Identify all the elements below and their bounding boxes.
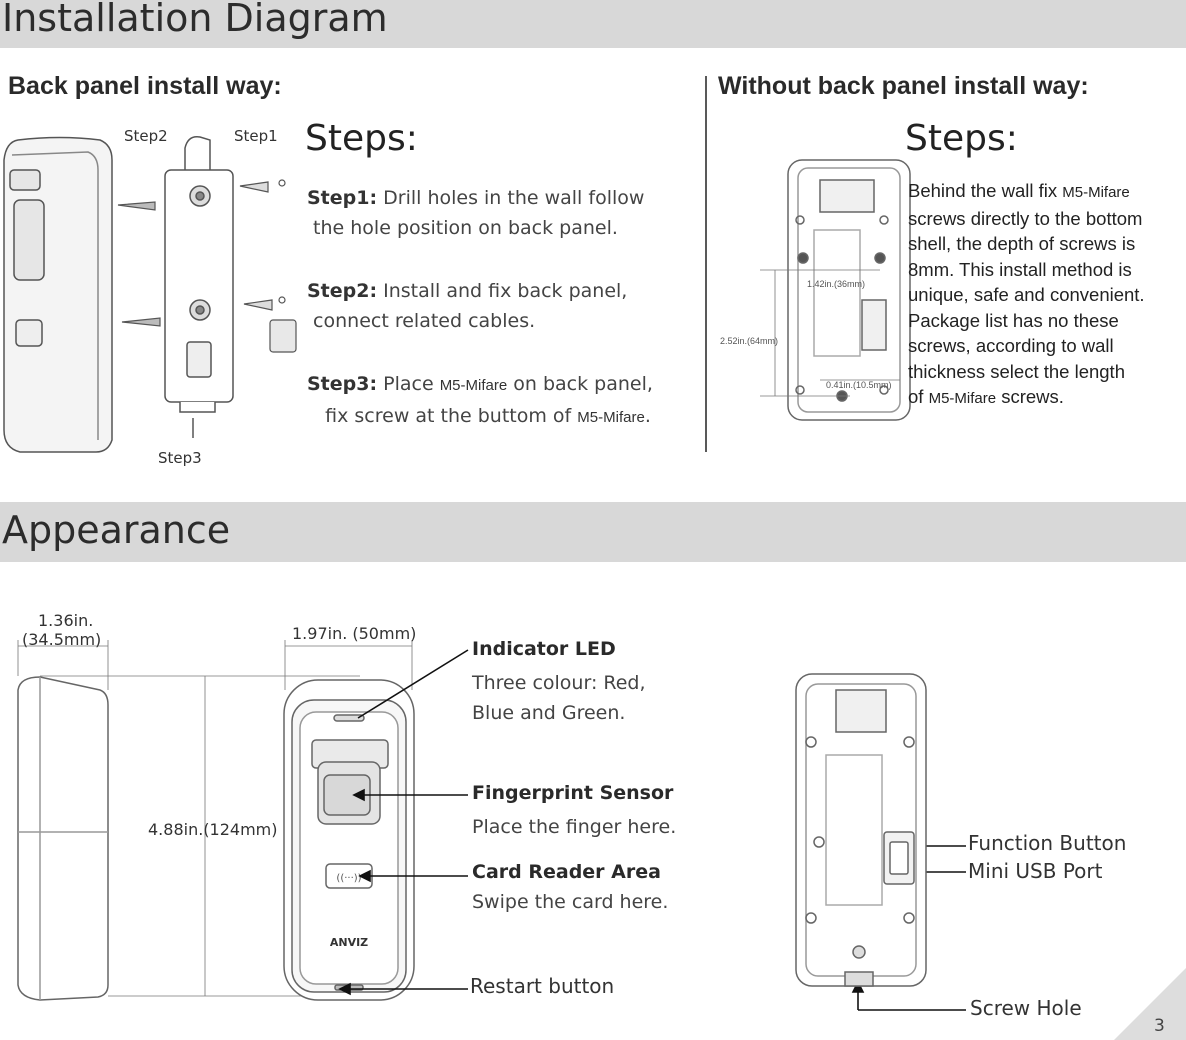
step2-text: Step2: Install and fix back panel, conne… bbox=[307, 276, 627, 336]
no-back-panel-instructions: Behind the wall fix M5-Mifare screws dir… bbox=[908, 178, 1145, 412]
dim-width: 1.42in.(36mm) bbox=[807, 279, 866, 289]
step2-line2: connect related cables. bbox=[313, 310, 536, 332]
svg-text:((···)): ((···)) bbox=[336, 873, 361, 884]
step3-text: Step3: Place M5-Mifare on back panel, fi… bbox=[307, 369, 653, 433]
step3-place: Place bbox=[383, 373, 434, 395]
nbp-line6: Package list has no these bbox=[908, 309, 1119, 331]
device-back-view bbox=[795, 673, 927, 987]
indicator-led-desc: Three colour: Red, Blue and Green. bbox=[472, 668, 646, 728]
page-corner bbox=[1114, 968, 1186, 1040]
no-back-panel-heading: Without back panel install way: bbox=[718, 72, 1089, 100]
led-desc-line1: Three colour: Red, bbox=[472, 672, 646, 694]
device-side-view-install bbox=[3, 136, 113, 453]
nbp-line9-post: screws. bbox=[1001, 386, 1064, 407]
callout-lines bbox=[338, 649, 966, 1011]
installation-title: Installation Diagram bbox=[2, 0, 388, 40]
wall-anchors bbox=[239, 179, 297, 353]
nbp-model-2: M5-Mifare bbox=[928, 390, 997, 407]
height-dim: 4.88in.(124mm) bbox=[148, 820, 278, 839]
back-panel-steps-title: Steps: bbox=[305, 118, 418, 159]
screw-hole-label: Screw Hole bbox=[970, 996, 1082, 1020]
dimension-lines bbox=[760, 269, 900, 397]
step1-line2: the hole position on back panel. bbox=[313, 217, 618, 239]
nbp-line1: Behind the wall fix bbox=[908, 180, 1058, 201]
function-button-label: Function Button bbox=[968, 831, 1127, 855]
step2-line1: Install and fix back panel, bbox=[383, 280, 628, 302]
page-number: 3 bbox=[1154, 1016, 1165, 1036]
back-panel-heading: Back panel install way: bbox=[8, 72, 282, 100]
dim-bottom: 0.41in.(10.5mm) bbox=[826, 380, 892, 390]
nbp-line8: thickness select the length bbox=[908, 360, 1125, 382]
nbp-line4: 8mm. This install method is bbox=[908, 258, 1132, 280]
nbp-model: M5-Mifare bbox=[1062, 184, 1130, 201]
restart-button-label: Restart button bbox=[470, 974, 615, 998]
step3-label: Step3: bbox=[307, 373, 378, 395]
step1-text: Step1: Drill holes in the wall follow th… bbox=[307, 183, 644, 243]
device-side-view bbox=[17, 676, 109, 1001]
no-back-panel-steps-title: Steps: bbox=[905, 118, 1018, 159]
nbp-line3: shell, the depth of screws is bbox=[908, 233, 1136, 254]
usb-port-label: Mini USB Port bbox=[968, 859, 1103, 883]
step3-fix: fix bbox=[325, 405, 349, 427]
fingerprint-title: Fingerprint Sensor bbox=[472, 782, 674, 804]
device-back-shell-install bbox=[787, 159, 911, 421]
appearance-title: Appearance bbox=[2, 508, 231, 552]
step3-model: M5-Mifare bbox=[439, 377, 508, 394]
label-step2: Step2 bbox=[124, 127, 168, 145]
installation-header: Installation Diagram bbox=[0, 0, 1186, 48]
label-step3: Step3 bbox=[158, 449, 202, 467]
step2-label: Step2: bbox=[307, 280, 378, 302]
card-reader-title: Card Reader Area bbox=[472, 861, 661, 883]
nbp-line9-pre: of bbox=[908, 386, 924, 407]
card-reader-desc: Swipe the card here. bbox=[472, 891, 669, 913]
back-plate bbox=[164, 135, 234, 438]
nbp-line2: screws directly to the bottom bbox=[908, 207, 1143, 229]
nbp-line5: unique, safe and convenient. bbox=[908, 284, 1145, 305]
width-dim: 1.97in. (50mm) bbox=[292, 624, 417, 643]
led-desc-line2: Blue and Green. bbox=[472, 702, 626, 724]
step1-line1: Drill holes in the wall follow bbox=[383, 187, 645, 209]
indicator-led-title: Indicator LED bbox=[472, 638, 616, 660]
step3-line2: screw at the buttom of bbox=[354, 405, 572, 427]
device-front-view: ((···)) bbox=[283, 679, 415, 1001]
indicator-led bbox=[333, 714, 365, 722]
fingerprint-desc: Place the finger here. bbox=[472, 816, 677, 838]
wall-screws bbox=[117, 201, 161, 327]
appearance-header: Appearance bbox=[0, 502, 1186, 562]
step3-model-2: M5-Mifare bbox=[577, 409, 645, 426]
step1-label: Step1: bbox=[307, 187, 378, 209]
dim-height: 2.52in.(64mm) bbox=[720, 336, 779, 346]
label-step1: Step1 bbox=[234, 127, 278, 145]
depth-dim-line1: 1.36in. bbox=[38, 611, 94, 630]
depth-dim-line2: (34.5mm) bbox=[22, 630, 102, 649]
nbp-line7: screws, according to wall bbox=[908, 335, 1114, 356]
brand-logo: ANVIZ bbox=[330, 936, 368, 949]
step3-rest: on back panel, bbox=[513, 373, 653, 395]
step3-end: . bbox=[644, 405, 651, 427]
